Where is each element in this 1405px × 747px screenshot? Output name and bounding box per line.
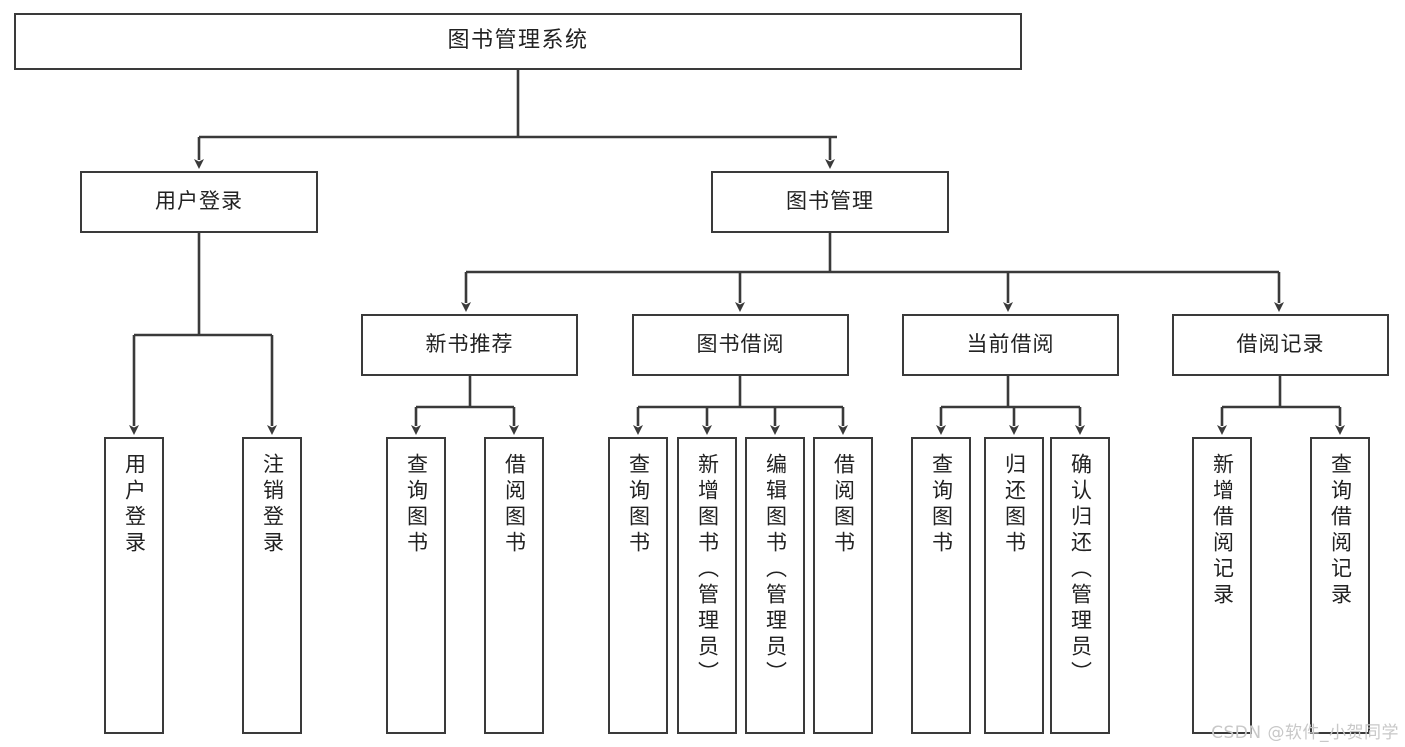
node-leaf-add-book-label: 新增图书（管理员） <box>695 453 720 687</box>
node-leaf-query-book-current[interactable]: 查询图书 <box>911 437 971 734</box>
node-borrow-record[interactable]: 借阅记录 <box>1172 314 1389 376</box>
node-book-borrow[interactable]: 图书借阅 <box>632 314 849 376</box>
node-leaf-return-book-label: 归还图书 <box>1002 453 1027 557</box>
node-current-borrow-label: 当前借阅 <box>966 332 1055 357</box>
node-user-login-label: 用户登录 <box>155 189 243 214</box>
node-leaf-query-book-borrow[interactable]: 查询图书 <box>608 437 668 734</box>
node-leaf-user-login-label: 用户登录 <box>122 453 147 557</box>
node-root[interactable]: 图书管理系统 <box>14 13 1022 70</box>
node-leaf-borrow-book[interactable]: 借阅图书 <box>813 437 873 734</box>
node-leaf-query-book-recommend[interactable]: 查询图书 <box>386 437 446 734</box>
node-leaf-query-book-current-label: 查询图书 <box>929 453 954 557</box>
node-leaf-confirm-return[interactable]: 确认归还（管理员） <box>1050 437 1110 734</box>
node-leaf-query-book-recommend-label: 查询图书 <box>404 453 429 557</box>
node-leaf-return-book[interactable]: 归还图书 <box>984 437 1044 734</box>
node-book-manage[interactable]: 图书管理 <box>711 171 949 233</box>
node-user-login[interactable]: 用户登录 <box>80 171 318 233</box>
node-leaf-user-logout-label: 注销登录 <box>260 453 285 557</box>
node-leaf-edit-book-label: 编辑图书（管理员） <box>763 453 788 687</box>
node-leaf-add-book[interactable]: 新增图书（管理员） <box>677 437 737 734</box>
node-leaf-borrow-book-recommend[interactable]: 借阅图书 <box>484 437 544 734</box>
node-leaf-query-book-borrow-label: 查询图书 <box>626 453 651 557</box>
csdn-watermark: CSDN @软件_小贺同学 <box>1211 723 1399 743</box>
node-leaf-confirm-return-label: 确认归还（管理员） <box>1068 453 1093 687</box>
node-leaf-user-logout[interactable]: 注销登录 <box>242 437 302 734</box>
node-leaf-borrow-book-label: 借阅图书 <box>831 453 856 557</box>
node-leaf-user-login[interactable]: 用户登录 <box>104 437 164 734</box>
node-root-label: 图书管理系统 <box>447 28 589 54</box>
node-current-borrow[interactable]: 当前借阅 <box>902 314 1119 376</box>
node-new-book-recommend[interactable]: 新书推荐 <box>361 314 578 376</box>
node-borrow-record-label: 借阅记录 <box>1236 332 1325 357</box>
node-leaf-query-borrow-record[interactable]: 查询借阅记录 <box>1310 437 1370 734</box>
node-leaf-add-borrow-record-label: 新增借阅记录 <box>1210 453 1235 609</box>
node-leaf-edit-book[interactable]: 编辑图书（管理员） <box>745 437 805 734</box>
node-book-manage-label: 图书管理 <box>786 189 874 214</box>
node-leaf-add-borrow-record[interactable]: 新增借阅记录 <box>1192 437 1252 734</box>
node-new-book-recommend-label: 新书推荐 <box>425 332 514 357</box>
node-book-borrow-label: 图书借阅 <box>696 332 785 357</box>
node-leaf-borrow-book-recommend-label: 借阅图书 <box>502 453 527 557</box>
node-leaf-query-borrow-record-label: 查询借阅记录 <box>1328 453 1353 609</box>
